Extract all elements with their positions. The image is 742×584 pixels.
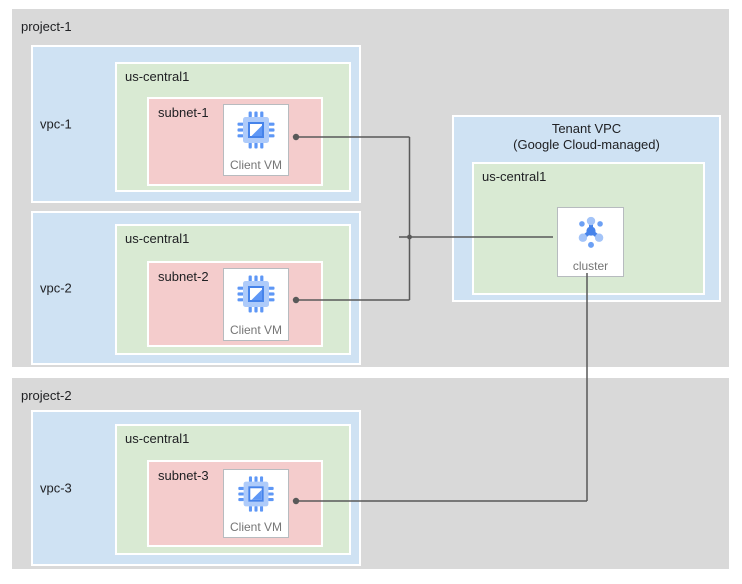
subnet-1-box: subnet-1 xyxy=(147,97,323,186)
vpc-3-region-box: us-central1 subnet-3 xyxy=(115,424,351,555)
cluster-hub-icon xyxy=(570,211,612,258)
vpc-1-region-box: us-central1 subnet-1 xyxy=(115,62,351,192)
project-2-box: project-2 vpc-3 us-central1 subnet-3 xyxy=(12,378,729,569)
tenant-region-box: us-central1 xyxy=(472,162,705,295)
vpc-3-box: vpc-3 us-central1 subnet-3 xyxy=(31,410,361,566)
subnet-3-label: subnet-3 xyxy=(158,468,209,483)
vpc-1-box: vpc-1 us-central1 subnet-1 xyxy=(31,45,361,203)
cluster-node: cluster xyxy=(557,207,624,277)
subnet-2-label: subnet-2 xyxy=(158,269,209,284)
tenant-vpc-title-line2: (Google Cloud-managed) xyxy=(513,137,660,152)
subnet-3-box: subnet-3 xyxy=(147,460,323,547)
project-1-label: project-1 xyxy=(21,19,72,34)
client-vm-1-label: Client VM xyxy=(229,158,282,172)
vpc-2-box: vpc-2 us-central1 subnet-2 xyxy=(31,211,361,365)
subnet-2-box: subnet-2 xyxy=(147,261,323,347)
project-1-box: project-1 vpc-1 us-central1 subnet-1 xyxy=(12,9,729,367)
client-vm-2-label: Client VM xyxy=(229,323,282,337)
tenant-vpc-title: Tenant VPC (Google Cloud-managed) xyxy=(454,121,719,153)
tenant-vpc-box: Tenant VPC (Google Cloud-managed) us-cen… xyxy=(452,115,721,302)
tenant-vpc-title-line1: Tenant VPC xyxy=(551,121,622,136)
project-2-label: project-2 xyxy=(21,388,72,403)
client-vm-3-label: Client VM xyxy=(229,520,282,534)
subnet-1-label: subnet-1 xyxy=(158,105,209,120)
client-vm-2-node: Client VM xyxy=(223,268,289,341)
client-vm-1-node: Client VM xyxy=(223,104,289,176)
vm-chip-icon xyxy=(234,272,278,321)
vpc-1-region-label: us-central1 xyxy=(125,69,190,84)
vm-chip-icon xyxy=(234,108,278,157)
client-vm-3-node: Client VM xyxy=(223,469,289,538)
vpc-3-region-label: us-central1 xyxy=(125,431,190,446)
cluster-label: cluster xyxy=(572,259,609,273)
vpc-3-label: vpc-3 xyxy=(40,480,72,496)
vpc-2-region-label: us-central1 xyxy=(125,231,190,246)
tenant-region-label: us-central1 xyxy=(482,169,547,184)
vpc-1-label: vpc-1 xyxy=(40,116,72,132)
vpc-2-region-box: us-central1 subnet-2 xyxy=(115,224,351,355)
vm-chip-icon xyxy=(235,473,277,520)
vpc-2-label: vpc-2 xyxy=(40,280,72,296)
